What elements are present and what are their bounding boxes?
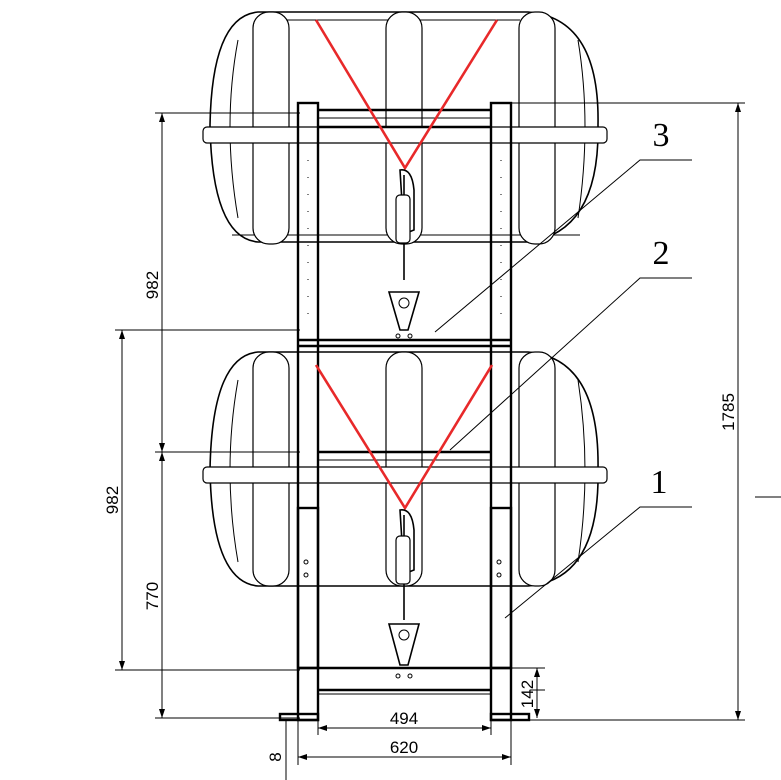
lower-tier-height-label: 982 xyxy=(103,486,122,514)
lower-hydrostatic-release xyxy=(387,509,421,666)
callout-2: 2 xyxy=(653,235,670,272)
upper-hydrostatic-release xyxy=(387,169,421,331)
callout-1: 1 xyxy=(651,464,668,501)
upper-liferaft-container xyxy=(202,11,608,245)
dimension-lines xyxy=(115,102,781,780)
lower-section-height-label: 770 xyxy=(143,582,162,610)
base-offset-label: 142 xyxy=(518,680,537,708)
lower-lashing xyxy=(314,364,494,511)
upper-lashing xyxy=(314,19,499,171)
foot-thickness-label: 8 xyxy=(266,752,285,761)
callout-leaders xyxy=(434,159,692,619)
upper-tier-height-label: 982 xyxy=(143,271,162,299)
outer-width-label: 620 xyxy=(390,738,418,757)
inner-width-label: 494 xyxy=(390,709,418,728)
total-height-label: 1785 xyxy=(719,393,738,431)
rack-frame xyxy=(278,101,531,722)
callout-3: 3 xyxy=(653,117,670,154)
